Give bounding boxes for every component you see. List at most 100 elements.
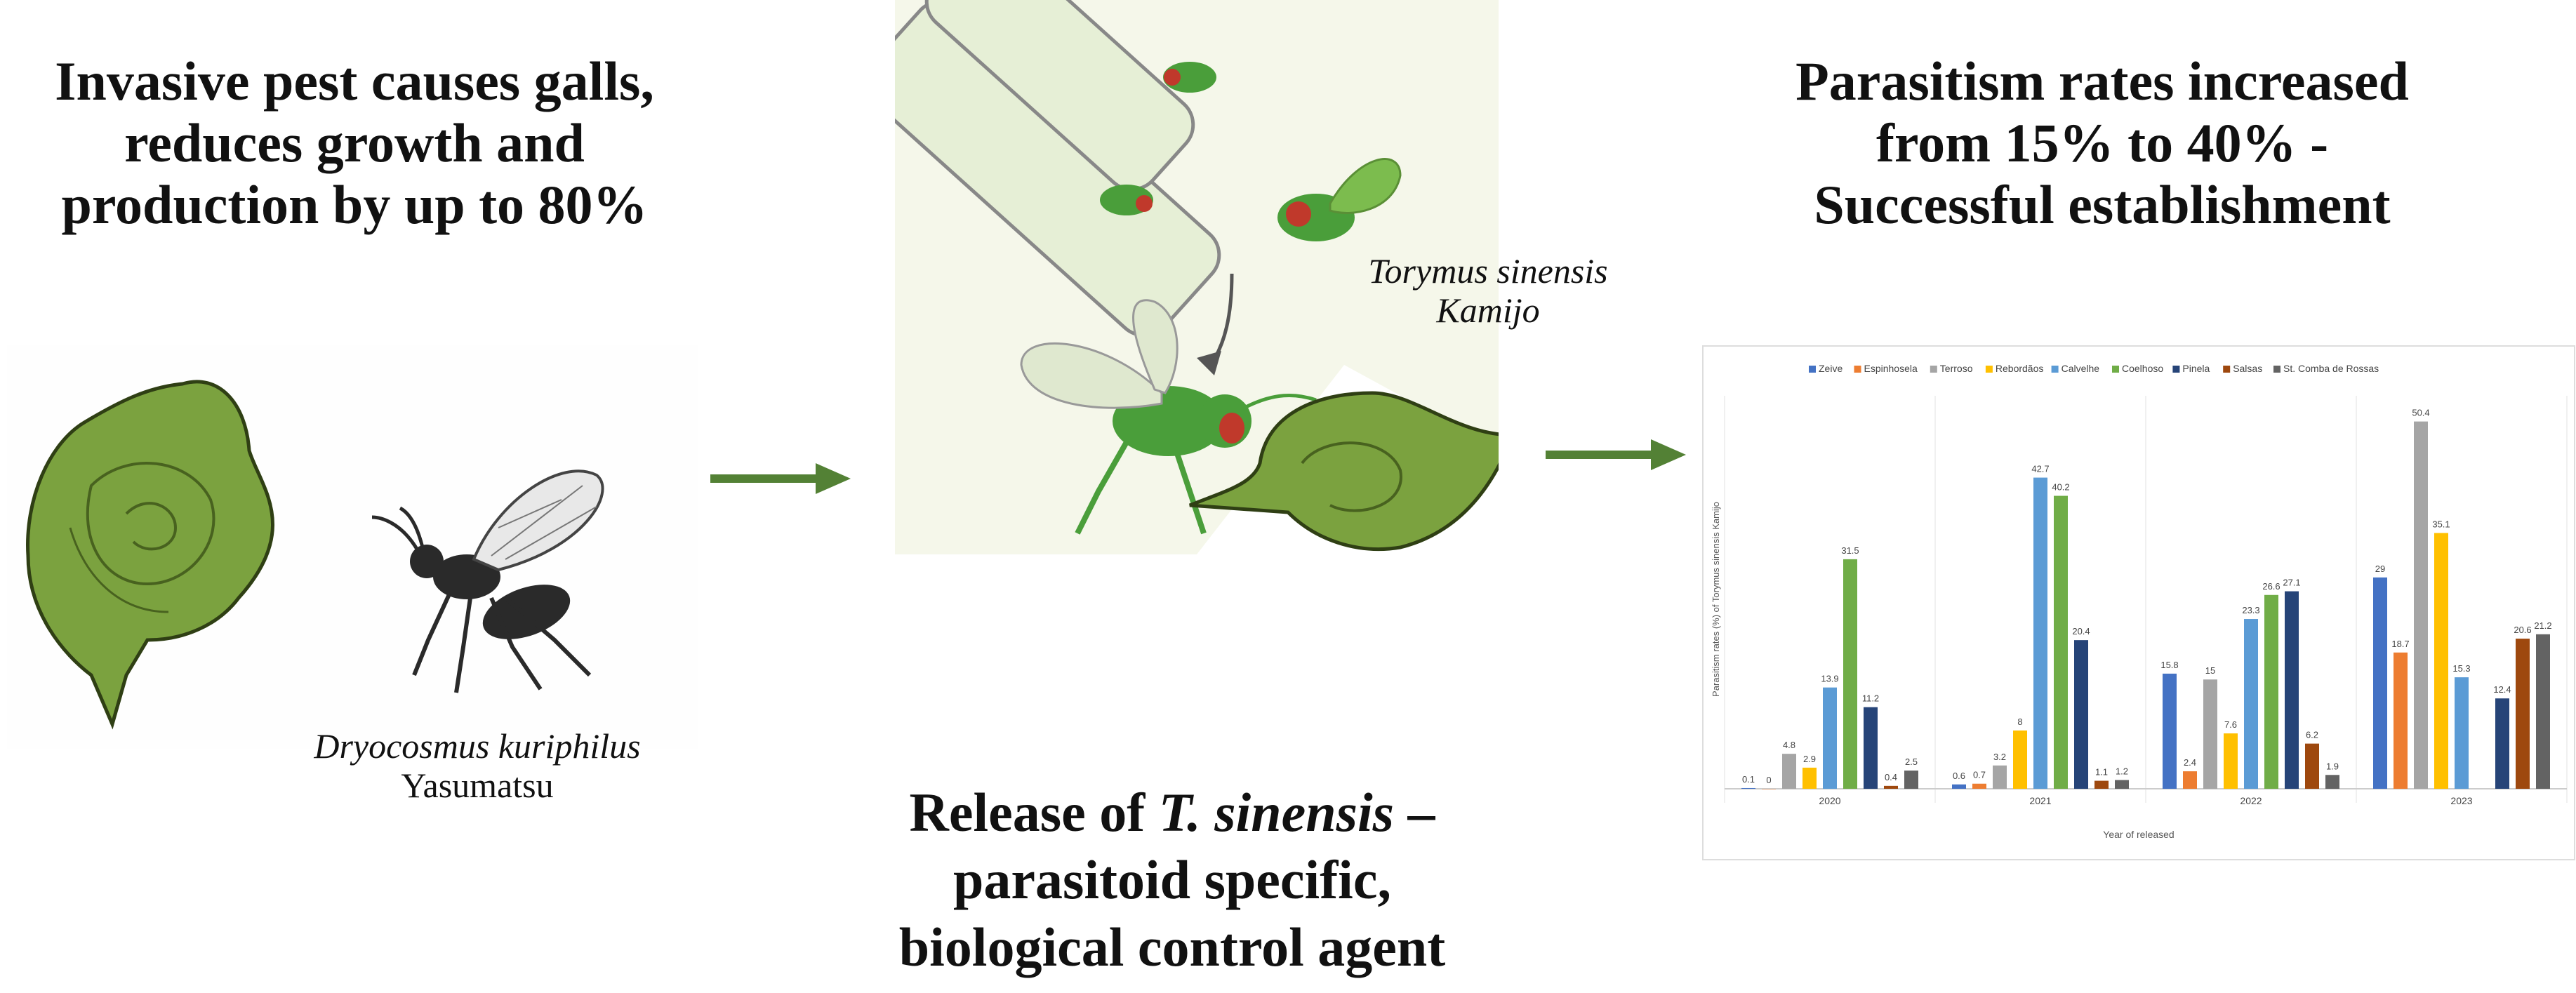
legend-label-7: Salsas [2233,363,2262,374]
bar-2022-3 [2224,733,2238,789]
bar-2021-6 [2074,640,2088,789]
bar-2020-8 [1904,771,1918,789]
parasitoid-species-label: Torymus sinensis Kamijo [1334,251,1642,330]
data-label-2021-8: 1.2 [2116,766,2128,777]
legend-label-4: Calvelhe [2062,363,2100,374]
x-tick-label-2022: 2022 [2240,795,2262,806]
release-caption-line-3: biological control agent [898,917,1446,978]
data-label-2022-7: 6.2 [2306,730,2318,740]
data-label-2020-6: 11.2 [1862,693,1879,704]
data-label-2023-3: 35.1 [2432,519,2450,530]
bar-2023-8 [2536,634,2550,789]
bar-2022-0 [2163,673,2177,789]
bar-2022-5 [2264,594,2278,789]
release-tube-image [863,0,1221,338]
left-headline-line-1: Invasive pest causes galls, [55,51,654,112]
right-headline: Parasitism rates increased from 15% to 4… [1678,51,2527,236]
legend-swatch-8 [2273,366,2280,373]
x-tick-label-2023: 2023 [2450,795,2472,806]
bar-2020-0 [1741,787,1755,789]
flow-arrow-1 [710,463,851,494]
bar-2021-8 [2115,780,2129,789]
caption-prefix: Release of [909,782,1159,843]
data-label-2021-7: 1.1 [2095,767,2108,778]
legend-swatch-5 [2112,366,2119,373]
caption-italic-species: T. sinensis [1158,782,1394,843]
bar-2021-1 [1972,783,1986,789]
legend-swatch-2 [1930,366,1937,373]
data-label-2022-6: 27.1 [2283,578,2300,588]
data-label-2020-1: 0 [1766,775,1771,785]
bar-2021-0 [1952,784,1966,789]
right-headline-line-2: from 15% to 40% - [1875,112,2329,173]
parasitoid-species-name: Torymus sinensis [1368,251,1608,291]
data-label-2023-1: 18.7 [2391,639,2409,649]
data-label-2023-7: 20.6 [2514,625,2531,635]
bar-2022-1 [2183,771,2197,789]
data-label-2021-1: 0.7 [1973,770,1986,780]
data-label-2020-4: 13.9 [1821,674,1838,684]
legend-swatch-7 [2223,366,2231,373]
parasitoid-wasp-image [1020,62,1402,535]
legend-label-6: Pinela [2182,363,2210,374]
gall-wasp-species-label: Dryocosmus kuriphilus Yasumatsu [281,726,674,805]
legend-label-2: Terroso [1940,363,1973,374]
bar-2022-2 [2203,679,2217,789]
release-caption-line-1: Release of T. sinensis – [814,779,1530,846]
data-label-2021-4: 42.7 [2031,464,2049,474]
legend-label-8: St. Comba de Rossas [2283,363,2379,374]
data-label-2022-4: 23.3 [2242,605,2259,615]
data-label-2023-2: 50.4 [2412,408,2429,418]
bar-2021-2 [1993,765,2007,789]
bar-2023-2 [2414,421,2428,789]
gall-wasp-species-name: Dryocosmus kuriphilus [314,726,641,766]
data-label-2022-1: 2.4 [2184,757,2196,768]
bar-2022-4 [2244,619,2258,789]
bar-2021-7 [2094,780,2109,789]
legend-label-0: Zeive [1819,363,1843,374]
data-label-2023-6: 12.4 [2493,684,2511,695]
gall-wasp-image [371,469,604,693]
bar-2020-2 [1782,754,1796,789]
x-axis-title: Year of released [2103,829,2174,840]
legend-swatch-0 [1809,366,1816,373]
bar-2023-3 [2434,533,2448,789]
legend-swatch-6 [2172,366,2180,373]
data-label-2021-0: 0.6 [1953,771,1965,781]
left-headline-line-2: reduces growth and [124,112,585,173]
right-headline-line-1: Parasitism rates increased [1795,51,2409,112]
chestnut-gall-image-center [1189,391,1515,551]
left-headline-line-3: production by up to 80% [61,174,648,235]
right-headline-line-3: Successful establishment [1814,174,2391,235]
data-label-2023-0: 29 [2375,564,2385,574]
data-label-2020-0: 0.1 [1742,774,1755,785]
bar-2020-3 [1802,767,1817,789]
caption-suffix: – [1393,782,1435,843]
flow-arrow-2 [1546,439,1686,470]
x-tick-label-2021: 2021 [2029,795,2051,806]
bar-2020-7 [1884,785,1898,789]
legend-swatch-4 [2051,366,2059,373]
legend-swatch-3 [1985,366,1993,373]
gall-wasp-illustration [7,345,698,749]
data-label-2020-7: 0.4 [1885,772,1897,782]
data-label-2021-6: 20.4 [2072,626,2090,637]
bar-2022-8 [2325,775,2339,789]
legend-label-1: Espinhosela [1864,363,1918,374]
parasitoid-species-author: Kamijo [1436,291,1540,330]
parasitoid-release-illustration [863,0,1515,554]
bar-2021-4 [2033,477,2047,789]
data-label-2022-3: 7.6 [2224,719,2237,730]
bar-2021-3 [2013,730,2027,789]
bar-2023-6 [2495,698,2509,789]
bar-2023-4 [2455,677,2469,789]
data-label-2022-5: 26.6 [2262,581,2280,592]
data-label-2021-2: 3.2 [1993,752,2006,762]
chestnut-gall-image [26,380,274,730]
bar-2023-1 [2394,652,2408,789]
bar-2023-7 [2516,639,2530,789]
data-label-2020-5: 31.5 [1841,545,1859,556]
bar-2020-6 [1864,707,1878,789]
data-label-2022-0: 15.8 [2160,660,2178,670]
